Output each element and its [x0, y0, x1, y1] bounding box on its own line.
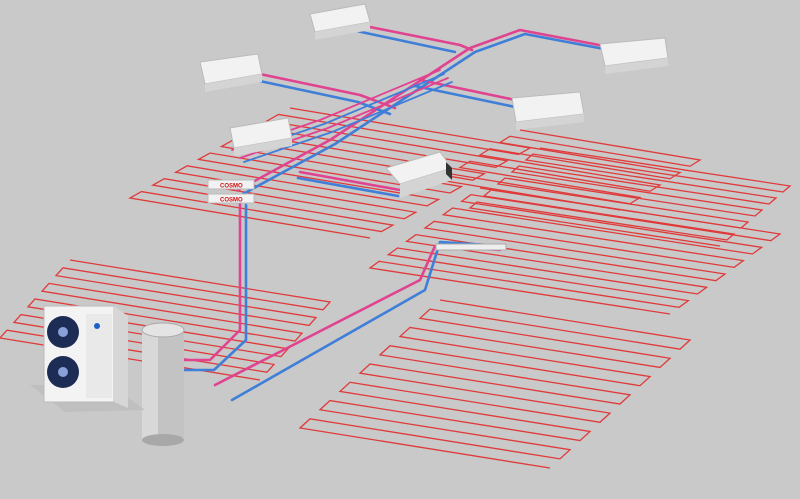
manifold-far — [435, 243, 507, 251]
floor-heating-loop-1 — [128, 107, 532, 239]
indoor-unit-top — [309, 3, 371, 40]
floor-heating-loop-6 — [298, 299, 692, 469]
floor-heating-loop-2 — [438, 129, 702, 211]
indoor-unit-center — [229, 117, 293, 156]
floor-heating-loop-4 — [368, 187, 782, 315]
supply-pipe-right — [418, 78, 527, 104]
hot-water-tank — [141, 322, 185, 446]
floor-heating-loops — [0, 107, 792, 469]
return-pipe-duct-unit — [296, 176, 400, 198]
outdoor-heat-pump — [30, 305, 145, 412]
manifold-label: COSMO — [220, 184, 243, 190]
indoor-unit-far-right — [599, 37, 669, 74]
supply-pipe-mid-left — [253, 71, 397, 110]
bundle-pipe-4 — [243, 81, 453, 163]
floor-heating-loop-5 — [0, 259, 332, 381]
return-pipe-top-left — [350, 28, 457, 54]
return-pipe-trunk — [241, 32, 622, 196]
duct-unit — [385, 151, 453, 198]
return-pipe-mid-left — [253, 78, 392, 116]
supply-pipe-top-left — [353, 22, 474, 52]
indoor-unit-right — [511, 91, 585, 130]
supply-pipe-duct-unit — [298, 170, 402, 192]
manifold-lower: COSMO — [207, 193, 255, 204]
manifold-label: COSMO — [220, 198, 243, 204]
manifold-upper: COSMO — [207, 179, 255, 190]
floor-heating-loop-3 — [468, 147, 792, 247]
indoor-unit-left — [199, 53, 263, 92]
